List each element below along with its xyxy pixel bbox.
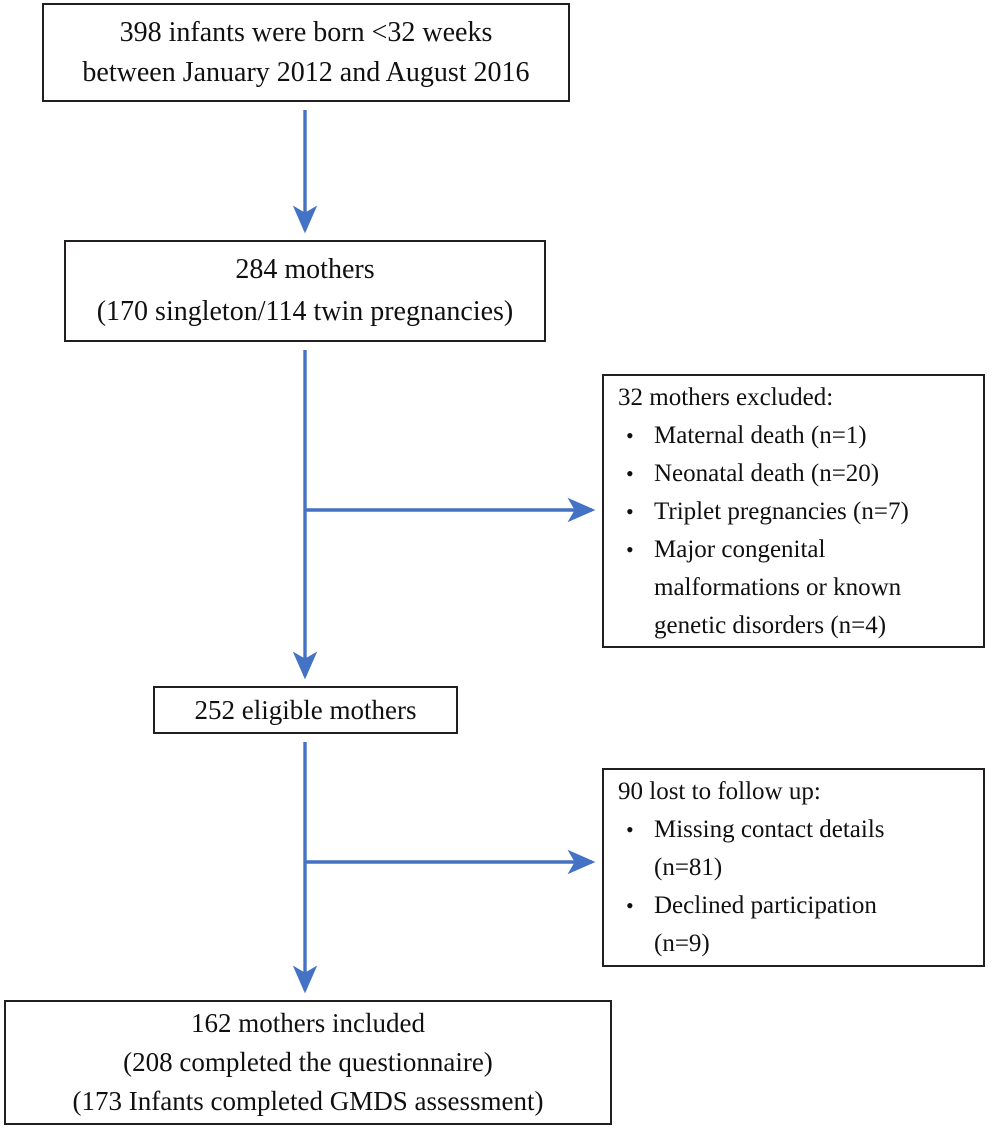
- list-item-text: Missing contact details: [654, 815, 885, 843]
- node-births-line-1: 398 infants were born <32 weeks: [119, 16, 493, 48]
- list-item-text-cont: (n=9): [654, 929, 710, 957]
- list-item-text: Triplet pregnancies (n=7): [654, 498, 909, 525]
- list-item: Missing contact details (n=81): [618, 811, 885, 887]
- node-excluded-list: Maternal death (n=1) Neonatal death (n=2…: [618, 417, 909, 645]
- node-mothers-line-2: (170 singleton/114 twin pregnancies): [96, 296, 514, 327]
- node-lost-heading: 90 lost to follow up:: [618, 777, 821, 805]
- list-item-text: Major congenital: [654, 536, 826, 563]
- node-eligible: 252 eligible mothers: [153, 686, 458, 734]
- node-included-line-1: 162 mothers included: [191, 1008, 425, 1038]
- node-lost-to-followup: 90 lost to follow up: Missing contact de…: [602, 768, 985, 967]
- node-lost-list: Missing contact details (n=81) Declined …: [618, 811, 885, 963]
- list-item: Triplet pregnancies (n=7): [618, 493, 909, 531]
- node-excluded: 32 mothers excluded: Maternal death (n=1…: [602, 374, 985, 648]
- node-births: 398 infants were born <32 weeks between …: [42, 3, 570, 102]
- list-item-text: Neonatal death (n=20): [654, 460, 880, 487]
- list-item: Major congenital malformations or known …: [618, 531, 909, 645]
- node-mothers: 284 mothers (170 singleton/114 twin preg…: [64, 240, 546, 342]
- node-included: 162 mothers included (208 completed the …: [4, 1000, 612, 1125]
- list-item-text-cont2: genetic disorders (n=4): [654, 612, 887, 639]
- list-item: Declined participation (n=9): [618, 887, 885, 963]
- list-item-text-cont: (n=81): [654, 853, 723, 881]
- list-item-text: Maternal death (n=1): [654, 422, 867, 449]
- node-mothers-line-1: 284 mothers: [235, 254, 375, 285]
- node-included-line-3: (173 Infants completed GMDS assessment): [72, 1086, 544, 1116]
- node-births-line-2: between January 2012 and August 2016: [82, 56, 530, 88]
- node-included-line-2: (208 completed the questionnaire): [123, 1047, 493, 1077]
- list-item-text: Declined participation: [654, 891, 877, 919]
- node-excluded-heading: 32 mothers excluded:: [618, 384, 834, 411]
- list-item: Neonatal death (n=20): [618, 455, 909, 493]
- node-eligible-line-1: 252 eligible mothers: [194, 695, 417, 725]
- list-item: Maternal death (n=1): [618, 417, 909, 455]
- list-item-text-cont: malformations or known: [654, 574, 902, 601]
